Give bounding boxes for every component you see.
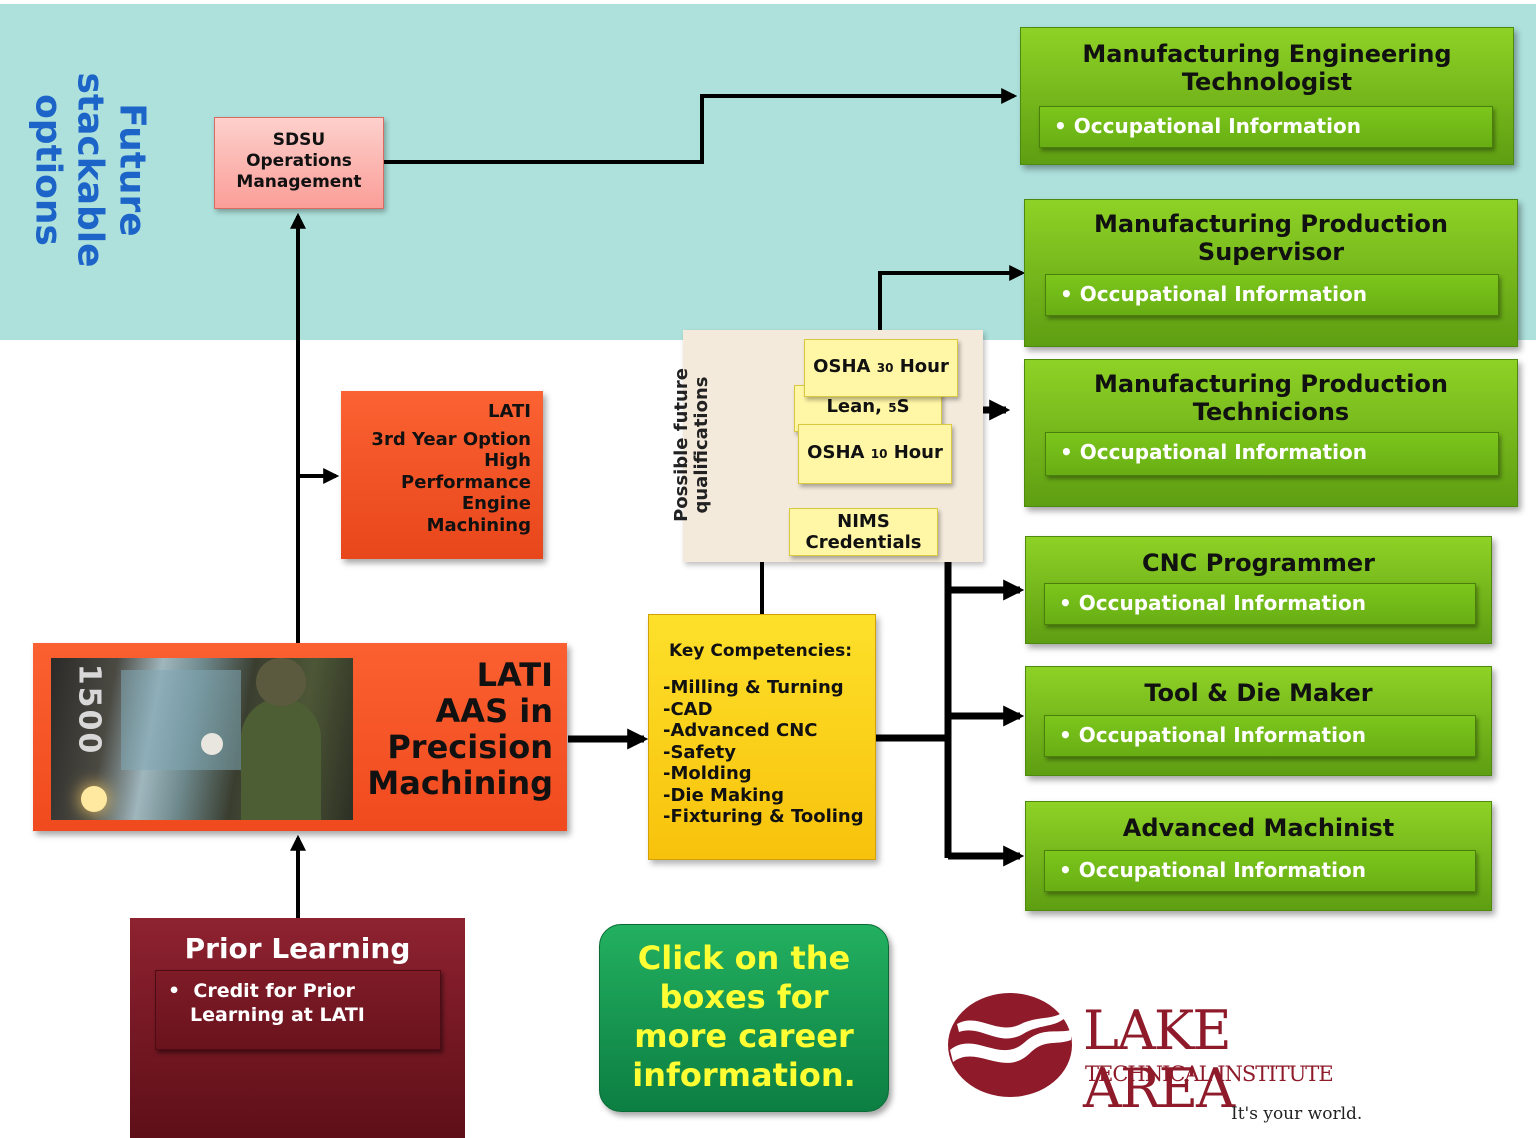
arrow-osha30-to-supervisor (878, 265, 1026, 336)
osha-10-hour-note[interactable]: OSHA 10 Hour (798, 424, 952, 484)
lati-swirl-icon (948, 993, 1072, 1097)
lake-area-technical-institute-logo: LAKE AREA TECHNICAL INSTITUTE It's your … (945, 990, 1375, 1130)
career-tool-and-die-maker[interactable]: Tool & Die Maker • Occupational Informat… (1025, 666, 1492, 776)
lati-3rd-year-option-box[interactable]: LATI 3rd Year Option High Performance En… (341, 391, 543, 559)
sdsu-operations-management-box[interactable]: SDSU Operations Management (214, 117, 384, 209)
lati-aas-precision-machining-box[interactable]: 1500 LATI AAS in Precision Machining (33, 643, 567, 831)
line-nims-trunk (938, 526, 952, 858)
occupational-info-link[interactable]: • Occupational Information (1044, 850, 1476, 892)
key-competencies-box[interactable]: Key Competencies: -Milling & Turning -CA… (648, 614, 876, 860)
nims-credentials-note[interactable]: NIMS Credentials (789, 508, 938, 556)
occupational-info-link[interactable]: • Occupational Information (1044, 715, 1476, 757)
prior-learning-box[interactable]: Prior Learning • Credit for Prior Learni… (130, 918, 465, 1138)
machinist-photo: 1500 (51, 658, 353, 820)
occupational-info-link[interactable]: • Occupational Information (1039, 106, 1493, 148)
career-advanced-machinist[interactable]: Advanced Machinist • Occupational Inform… (1025, 801, 1492, 911)
occupational-info-link[interactable]: • Occupational Information (1045, 274, 1499, 316)
occupational-info-link[interactable]: • Occupational Information (1044, 583, 1476, 625)
occupational-info-link[interactable]: • Occupational Information (1045, 432, 1499, 476)
credit-prior-learning-item[interactable]: • Credit for Prior Learning at LATI (155, 970, 441, 1050)
career-cnc-programmer[interactable]: CNC Programmer • Occupational Informatio… (1025, 536, 1492, 644)
arrow-sdsu-to-met (384, 88, 1018, 164)
click-boxes-callout: Click on the boxes for more career infor… (599, 924, 889, 1112)
osha-30-hour-note[interactable]: OSHA 30 Hour (804, 339, 958, 397)
